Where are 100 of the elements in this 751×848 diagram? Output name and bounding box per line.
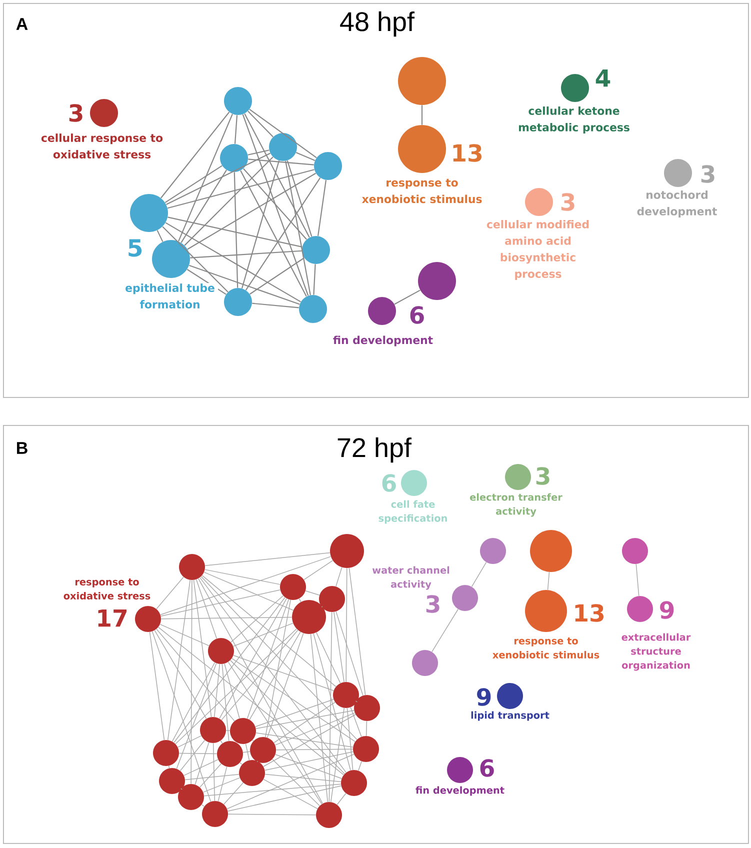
network-edge (234, 115, 238, 144)
network-edge (168, 216, 302, 248)
node-circle (368, 297, 396, 325)
network-edge (190, 580, 192, 784)
network-edge (263, 778, 318, 810)
panel-letter: A (16, 18, 28, 30)
network-edge (346, 708, 354, 770)
network-edge (156, 576, 184, 610)
network-edge (223, 782, 244, 805)
network-edge (286, 160, 312, 237)
network-edge (222, 664, 230, 742)
network-edge (156, 628, 235, 722)
network-edge (233, 655, 334, 691)
term-label: epithelial tube formation (122, 283, 218, 309)
count-number: 13 (450, 144, 484, 162)
node-circle (398, 57, 446, 105)
node-circle (239, 760, 265, 786)
node-circle (250, 737, 276, 763)
term-label: fin development (412, 786, 508, 796)
network-edge (228, 814, 316, 816)
network-edge (184, 156, 274, 246)
network-edge (180, 170, 227, 243)
node-circle (269, 133, 297, 161)
node-circle (664, 159, 692, 187)
node-circle (333, 682, 359, 708)
node-circle (153, 740, 179, 766)
node-circle (447, 757, 473, 783)
network-edge (275, 754, 342, 779)
node-circle (135, 606, 161, 632)
node-circle (398, 125, 446, 173)
network-edge (636, 564, 640, 596)
term-label: notochord development (634, 190, 720, 218)
count-number: 3 (67, 104, 85, 122)
node-circle (159, 768, 185, 794)
network-edge (336, 611, 364, 696)
network-edge (226, 754, 354, 810)
network-edge (547, 572, 550, 590)
node-circle (302, 236, 330, 264)
network-edge (177, 735, 202, 748)
network-edge (274, 712, 356, 746)
network-edge (175, 628, 297, 744)
network-edge (240, 762, 242, 765)
node-circle (217, 741, 243, 767)
network-edge (178, 752, 218, 754)
network-edge (167, 580, 191, 740)
network-edge (232, 622, 294, 647)
network-edge (316, 632, 341, 684)
network-edge (204, 552, 330, 566)
network-edge (313, 633, 351, 771)
network-edge (160, 616, 292, 620)
node-circle (202, 801, 228, 827)
network-edge (348, 568, 366, 696)
network-edge (241, 160, 280, 289)
count-number: 3 (424, 594, 442, 614)
count-number: 3 (534, 466, 552, 486)
panel-title: 48 hpf (340, 11, 415, 37)
network-edge (204, 572, 294, 611)
network-edge (196, 579, 218, 639)
network-edge (180, 740, 206, 772)
count-number: 3 (559, 192, 577, 212)
node-circle (224, 87, 252, 115)
network-edge (193, 580, 212, 718)
network-edge (248, 150, 270, 156)
node-circle (316, 802, 342, 828)
network-edge (234, 172, 238, 288)
network-edge (160, 624, 210, 646)
network-edge (180, 788, 182, 790)
network-edge (432, 608, 458, 652)
network-edge (305, 590, 320, 596)
node-circle (525, 188, 553, 216)
network-edge (160, 112, 230, 198)
network-edge (317, 180, 327, 236)
node-circle (497, 683, 523, 709)
network-edge (190, 250, 302, 258)
term-label: response to oxidative stress (60, 578, 154, 600)
network-edge (160, 589, 280, 617)
network-edge (168, 766, 170, 768)
network-edge (232, 658, 356, 742)
network-edge (313, 264, 316, 295)
node-circle (480, 538, 506, 564)
network-edge (249, 632, 301, 720)
network-edge (296, 152, 316, 161)
network-edge (220, 740, 223, 744)
node-circle (319, 586, 345, 612)
network-edge (164, 165, 222, 204)
network-edge (188, 264, 300, 305)
node-circle (292, 600, 326, 634)
node-circle (452, 585, 478, 611)
network-edge (152, 631, 212, 802)
node-circle (627, 596, 653, 622)
network-edge (266, 632, 304, 738)
term-label: response to xenobiotic stimulus (359, 178, 485, 204)
term-label: cellular modified amino acid biosynthetic process (483, 219, 593, 281)
term-label: cell fate specification (375, 500, 451, 524)
term-label: extracellular structure organization (617, 632, 695, 672)
node-circle (525, 590, 567, 632)
network-edge (276, 748, 354, 750)
network-edge (330, 708, 345, 802)
count-number: 6 (380, 474, 398, 492)
network-edge (421, 105, 423, 125)
